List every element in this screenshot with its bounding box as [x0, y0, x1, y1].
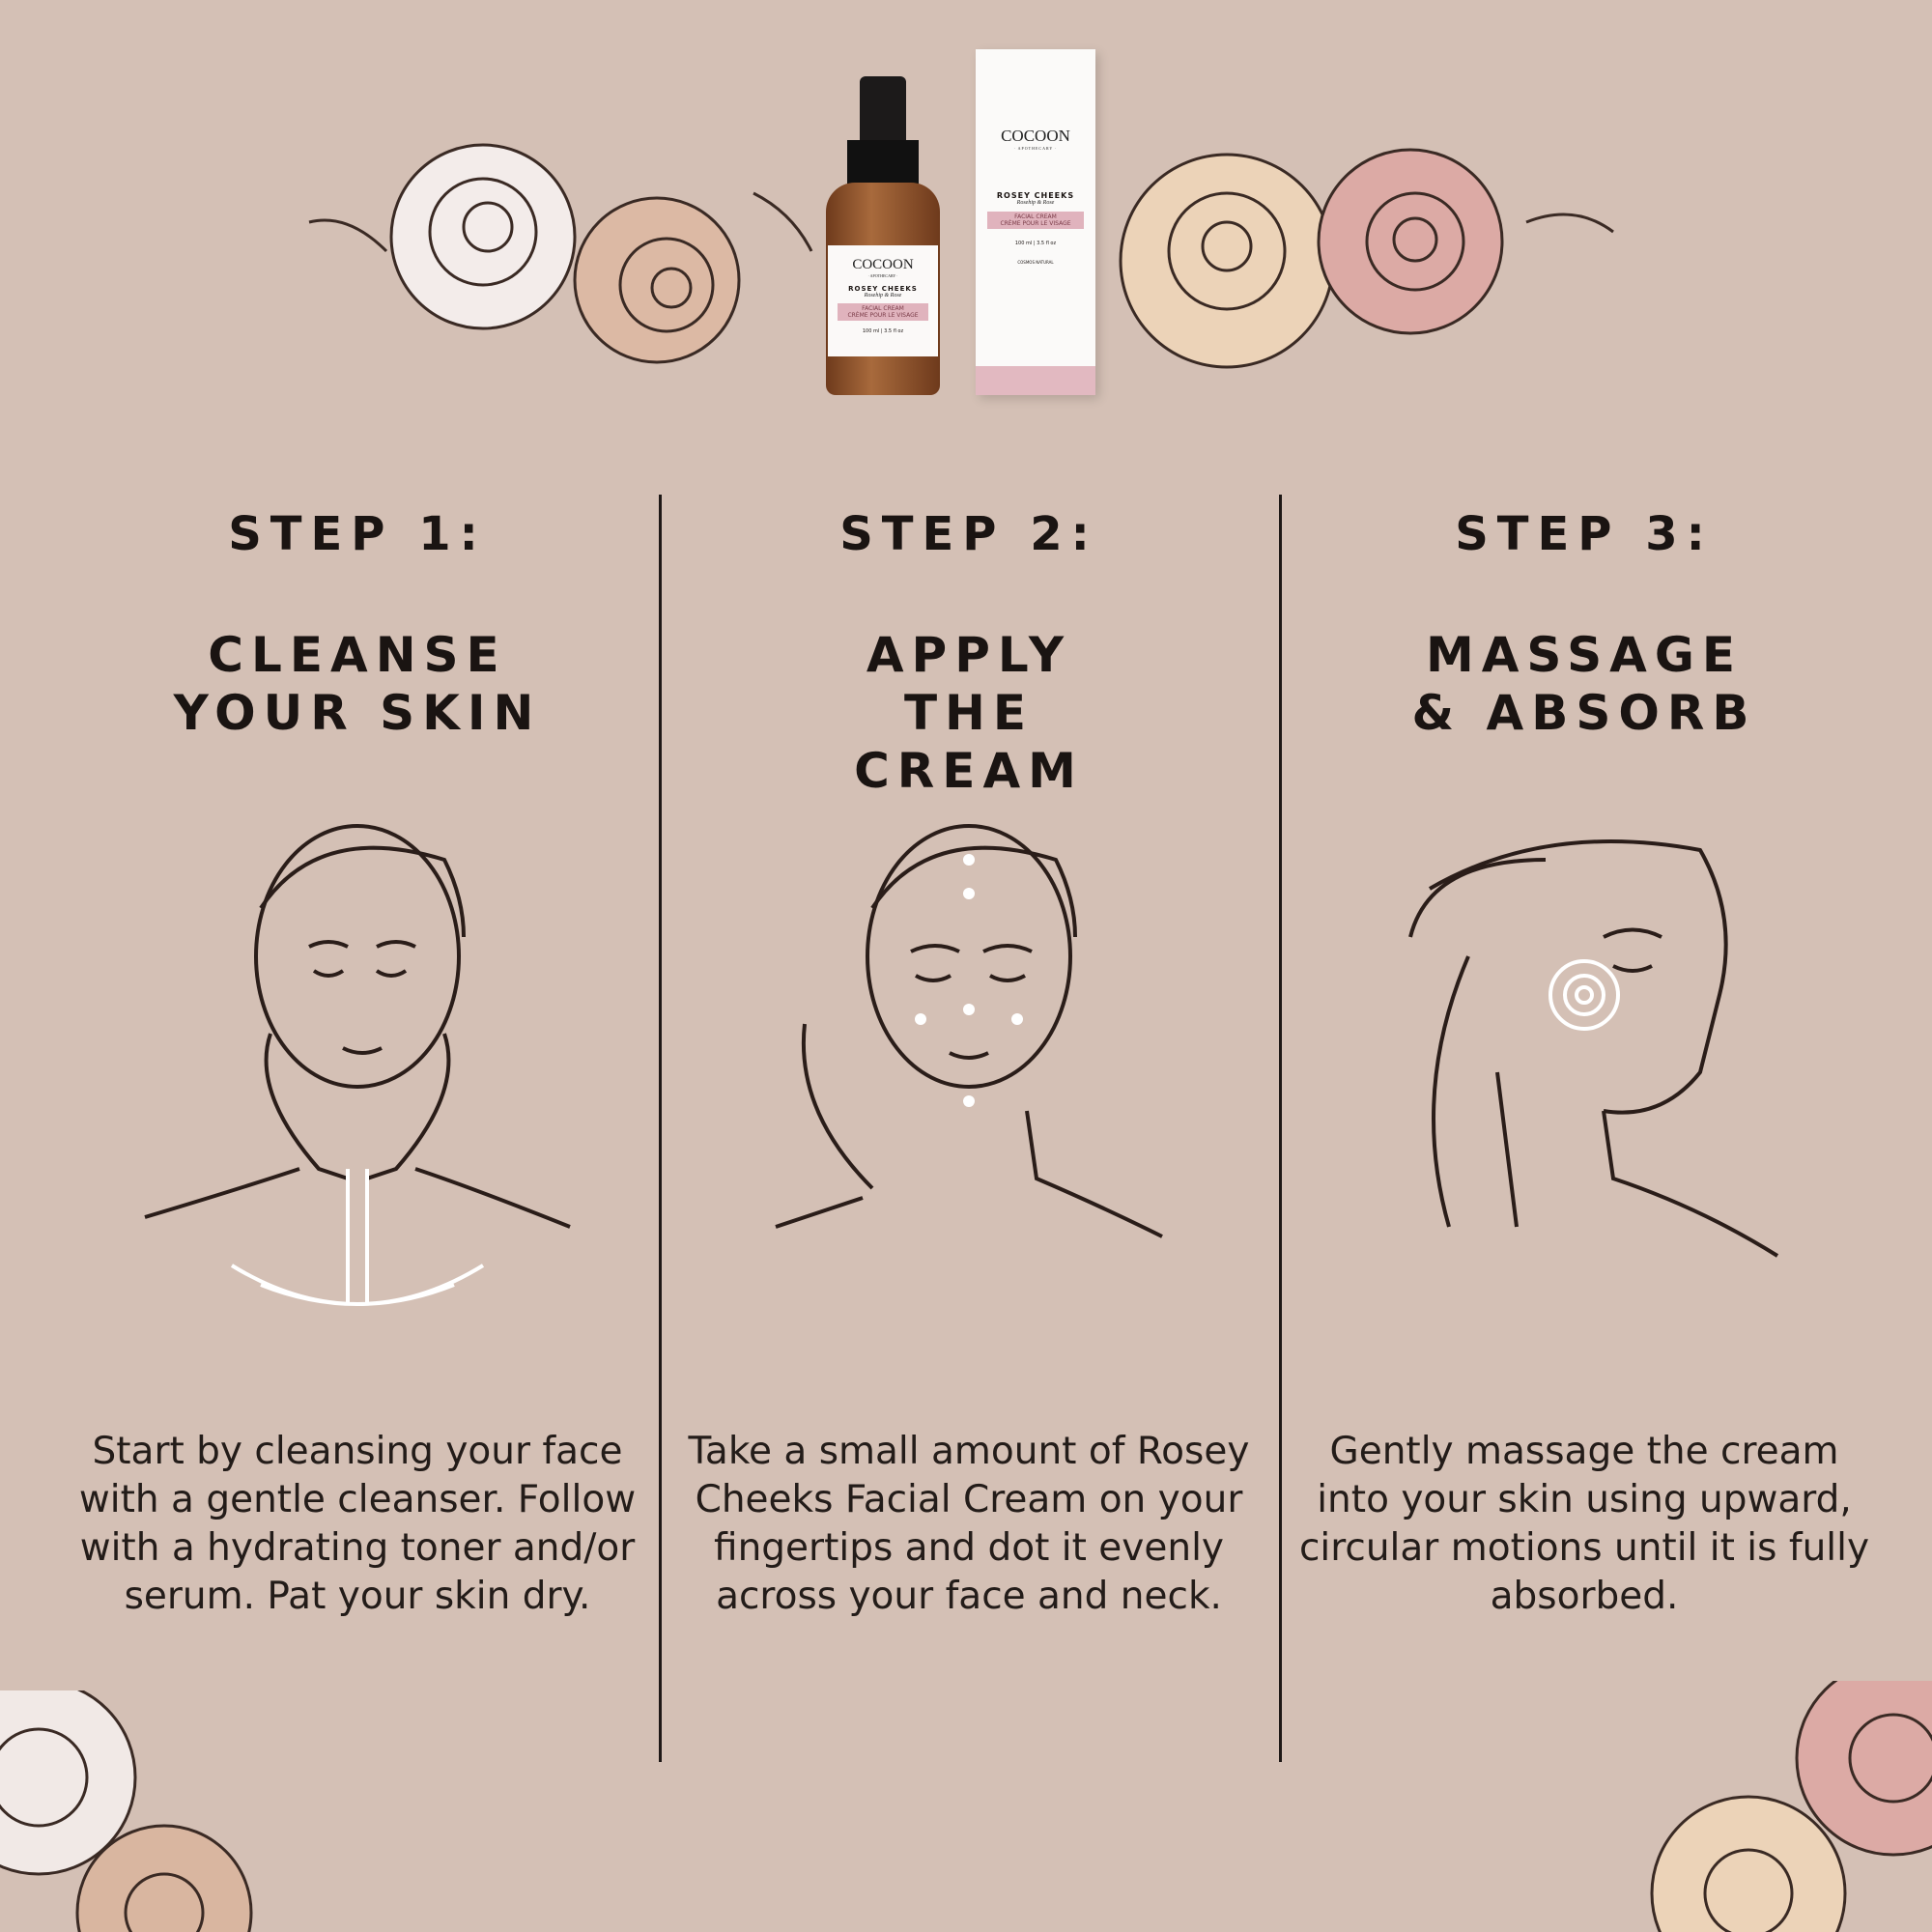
pump-cap: [860, 76, 906, 144]
step-label: STEP 2:: [839, 507, 1098, 561]
massaging-face-illustration: [1408, 839, 1779, 1258]
bottle-type-en: FACIAL CREAM: [862, 305, 904, 312]
step-title: MASSAGE & ABSORB: [1411, 627, 1757, 741]
bottle-brand: COCOON: [852, 257, 914, 272]
bottle-type-fr: CRÈME POUR LE VISAGE: [847, 312, 919, 319]
column-divider: [659, 495, 662, 1762]
bottle-sub-brand: · APOTHECARY ·: [867, 273, 898, 278]
box-volume-oz: 3.5 fl oz: [1037, 241, 1057, 246]
box-type-en: FACIAL CREAM: [1014, 213, 1057, 220]
cleansing-face-illustration: [144, 824, 571, 1306]
step-title: CLEANSE YOUR SKIN: [173, 627, 542, 741]
applying-cream-illustration: [775, 824, 1163, 1238]
box-type-fr: CRÈME POUR LE VISAGE: [1000, 220, 1071, 227]
bottle-volume-ml: 100 ml: [862, 328, 880, 334]
bottle-volume-oz: 3.5 fl oz: [884, 328, 904, 334]
box-rose-band: [976, 366, 1095, 395]
product-box: COCOON · APOTHECARY · ROSEY CHEEKS Roseh…: [976, 49, 1095, 395]
product-bottle: COCOON · APOTHECARY · ROSEY CHEEKS Roseh…: [826, 76, 940, 395]
box-sub-brand: · APOTHECARY ·: [1013, 146, 1058, 151]
bottle-variant: Rosehip & Rose: [864, 293, 902, 298]
column-divider: [1279, 495, 1282, 1762]
rose-illustration-bottom-right: [1650, 1681, 1932, 1932]
bottle-product-name: ROSEY CHEEKS: [848, 285, 918, 293]
bottle-label: COCOON · APOTHECARY · ROSEY CHEEKS Roseh…: [828, 245, 938, 356]
box-brand: COCOON: [1001, 127, 1070, 145]
step-description: Start by cleansing your face with a gent…: [78, 1430, 637, 1618]
cosmos-natural-badge: COSMOS NATURAL: [1017, 260, 1054, 265]
rose-illustration-top-right: [1119, 148, 1614, 369]
bottle-collar: [847, 140, 919, 188]
step-description: Take a small amount of Rosey Cheeks Faci…: [688, 1430, 1250, 1618]
box-volume-ml: 100 ml: [1014, 241, 1033, 246]
box-product-name: ROSEY CHEEKS: [996, 191, 1075, 200]
step-description: Gently massage the cream into your skin …: [1298, 1430, 1870, 1618]
step-title: APPLY THE CREAM: [854, 627, 1084, 799]
rose-illustration-bottom-left: [0, 1690, 253, 1932]
box-variant: Rosehip & Rose: [1016, 200, 1055, 206]
step-label: STEP 1:: [228, 507, 487, 561]
rose-illustration-top-left: [308, 143, 813, 364]
step-label: STEP 3:: [1455, 507, 1714, 561]
